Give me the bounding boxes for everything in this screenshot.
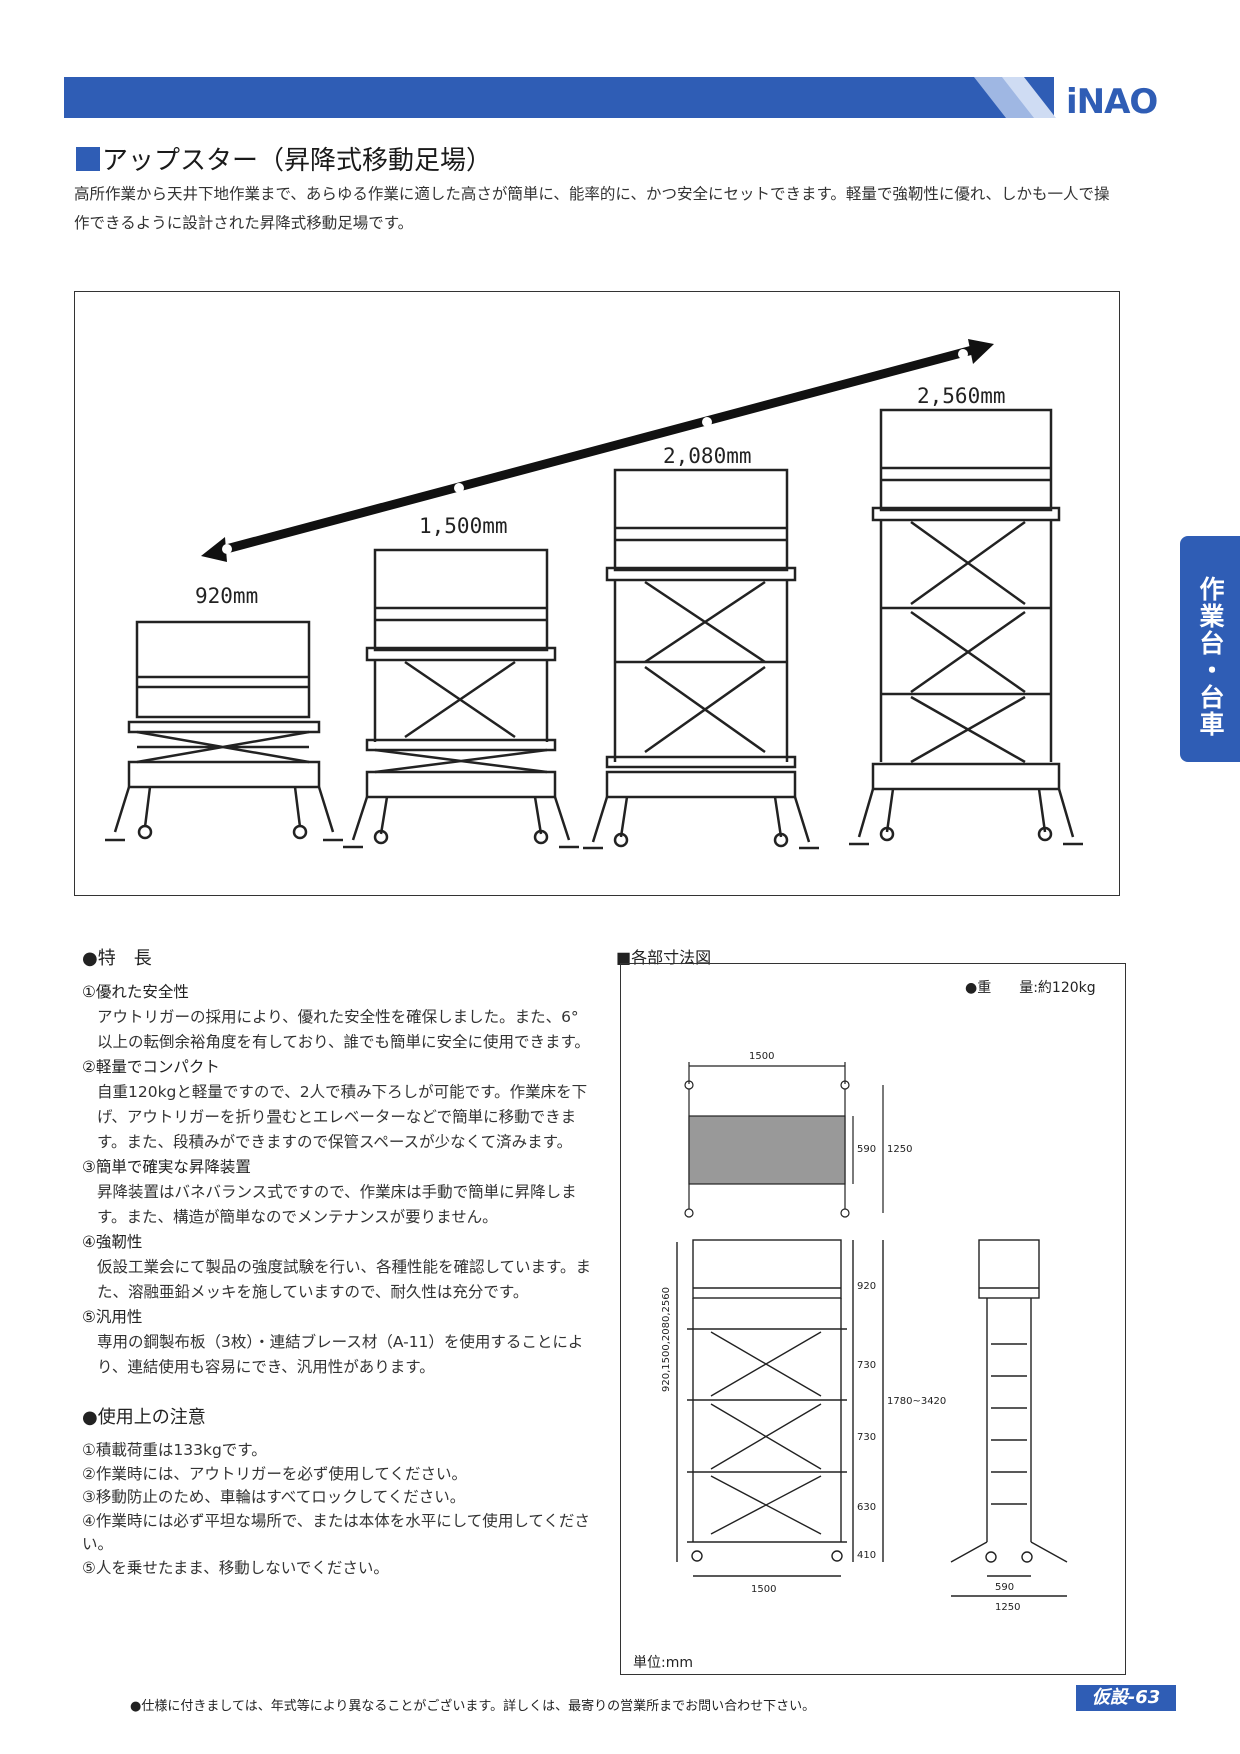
caution-item: ③移動防止のため、車輪はすべてロックしてください。 xyxy=(82,1488,466,1506)
feature-body: 自重120kgと軽量ですので、2人で積み下ろしが可能です。作業床を下げ、アウトリ… xyxy=(97,1083,588,1151)
dim-label: 920,1500,2080,2560 xyxy=(661,1287,672,1392)
feature-body: アウトリガーの採用により、優れた安全性を確保しました。また、6°以上の転倒余裕角… xyxy=(97,1008,590,1051)
feature-title: ⑤汎用性 xyxy=(82,1308,143,1326)
height-label-920: 920mm xyxy=(195,584,259,608)
dim-label: 410 xyxy=(857,1550,876,1561)
height-label-2080: 2,080mm xyxy=(663,444,752,468)
dim-label: 730 xyxy=(857,1432,876,1443)
height-label-1500: 1,500mm xyxy=(419,514,508,538)
dim-label: 590 xyxy=(995,1582,1014,1593)
brand-logo: iNAO xyxy=(1066,82,1158,122)
feature-title: ②軽量でコンパクト xyxy=(82,1058,220,1076)
height-label-2560: 2,560mm xyxy=(917,384,1006,408)
page-title: アップスター（昇降式移動足場） xyxy=(102,146,493,176)
cautions-section: ●使用上の注意 ①積載荷重は133kgです。 ②作業時には、アウトリガーを必ず使… xyxy=(82,1403,592,1580)
scaffold-2560 xyxy=(849,408,1083,846)
product-illustration: 920mm 1,500mm 2,080mm 2,560mm xyxy=(74,291,1120,896)
footer-note: ●仕様に付きましては、年式等により異なることがございます。詳しくは、最寄りの営業… xyxy=(130,1699,816,1714)
feature-body: 仮設工業会にて製品の強度試験を行い、各種性能を確認しています。また、溶融亜鉛メッ… xyxy=(97,1258,591,1301)
header-bar xyxy=(64,77,1054,118)
dim-label: 1250 xyxy=(887,1144,912,1155)
dimension-diagram: 1500 590 1250 xyxy=(661,1051,1068,1613)
category-side-tab[interactable]: 作業台・台車 xyxy=(1180,536,1240,762)
scaffold-illustration xyxy=(105,339,1083,850)
dim-label: 1500 xyxy=(749,1051,774,1062)
feature-title: ④強靭性 xyxy=(82,1233,143,1251)
title-square-icon xyxy=(76,146,100,171)
feature-title: ③簡単で確実な昇降装置 xyxy=(82,1158,251,1176)
dimension-drawing: 1500 590 1250 xyxy=(620,963,1126,1675)
caution-item: ①積載荷重は133kgです。 xyxy=(82,1441,267,1459)
page-number: 仮設-63 xyxy=(1076,1685,1176,1711)
feature-body: 専用の鋼製布板（3枚）・連結ブレース材（A-11）を使用することにより、連結使用… xyxy=(97,1333,584,1376)
caution-item: ②作業時には、アウトリガーを必ず使用してください。 xyxy=(82,1464,467,1483)
features-heading: ●特 長 xyxy=(82,948,152,969)
unit-label: 単位:mm xyxy=(633,1655,693,1671)
scaffold-1500 xyxy=(343,548,579,849)
arrow-head-left-icon xyxy=(201,537,227,562)
dim-label: 1780~3420 xyxy=(887,1396,946,1407)
cautions-heading: ●使用上の注意 xyxy=(82,1407,206,1428)
dimensions-heading: ■各部寸法図 xyxy=(616,948,712,967)
scaffold-920 xyxy=(105,620,343,842)
dim-label: 1250 xyxy=(995,1602,1020,1613)
scaffold-2080 xyxy=(583,468,819,850)
feature-body: 昇降装置はバネバランス式ですので、作業床は手動で簡単に昇降します。また、構造が簡… xyxy=(97,1183,577,1226)
intro-text: 高所作業から天井下地作業まで、あらゆる作業に適した高さが簡単に、能率的に、かつ安… xyxy=(74,185,1110,232)
growth-arrow xyxy=(213,343,982,557)
features-section: ●特 長 ①優れた安全性 アウトリガーの採用により、優れた安全性を確保しました。… xyxy=(82,944,592,1380)
dim-label: 630 xyxy=(857,1502,876,1513)
caution-item: ④作業時には必ず平坦な場所で、または本体を水平にして使用してください。 xyxy=(82,1511,590,1554)
weight-spec: ●重 量:約120kg xyxy=(965,980,1096,996)
caution-item: ⑤人を乗せたまま、移動しないでください。 xyxy=(82,1558,389,1577)
dim-label: 1500 xyxy=(751,1584,776,1595)
category-side-tab-label: 作業台・台車 xyxy=(1196,576,1225,738)
feature-title: ①優れた安全性 xyxy=(82,983,189,1001)
dim-label: 590 xyxy=(857,1144,876,1155)
dim-label: 920 xyxy=(857,1281,876,1292)
title-block: アップスター（昇降式移動足場） xyxy=(76,140,492,177)
dim-label: 730 xyxy=(857,1360,876,1371)
arrow-head-right-icon xyxy=(968,339,994,364)
